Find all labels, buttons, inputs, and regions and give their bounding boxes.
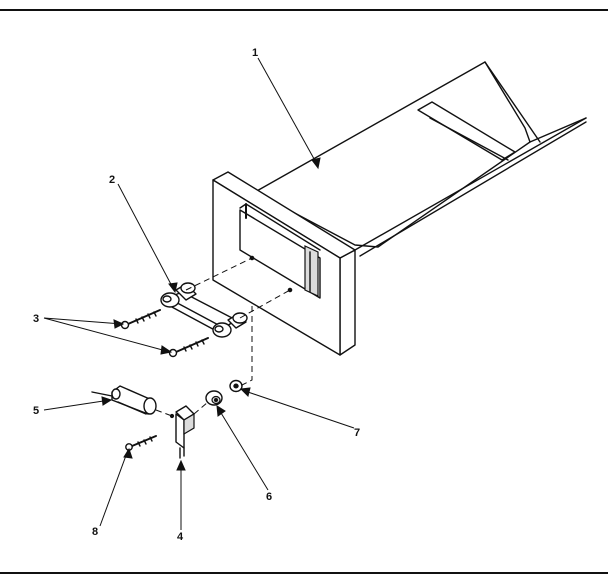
screw-small-thread bbox=[137, 436, 153, 447]
latch-side bbox=[183, 412, 195, 436]
screw-upper-head bbox=[120, 320, 130, 330]
leader-1 bbox=[257, 57, 319, 167]
drawer-flange-front bbox=[529, 117, 587, 143]
screw-lower-thread bbox=[183, 339, 205, 352]
nut-center bbox=[233, 383, 239, 389]
arrowhead-6 bbox=[216, 405, 226, 417]
bracket-left-post-top bbox=[180, 282, 196, 294]
roller-center bbox=[214, 398, 218, 402]
part-nut bbox=[229, 379, 243, 393]
part-screw-small bbox=[125, 435, 157, 451]
front-panel-recess bbox=[239, 209, 321, 299]
arrowhead-3a bbox=[113, 319, 125, 329]
leader-6 bbox=[217, 407, 269, 491]
knob-end-face bbox=[143, 397, 157, 415]
drawer-bottom-rail bbox=[354, 117, 587, 251]
latch-body bbox=[175, 413, 185, 449]
arrowhead-8 bbox=[123, 447, 133, 459]
drawer-rear-edge bbox=[484, 61, 541, 143]
assembly-line-upper bbox=[185, 257, 253, 291]
leader-3a bbox=[43, 317, 123, 325]
knob-leader-stub bbox=[91, 391, 113, 397]
callout-6: 6 bbox=[266, 491, 272, 503]
assembly-line-vertical bbox=[239, 306, 253, 387]
part-handle-bracket bbox=[160, 282, 248, 338]
bracket-right-boss-hole bbox=[214, 325, 224, 333]
leader-7 bbox=[241, 389, 355, 429]
drawer-slot-shade bbox=[429, 117, 509, 161]
front-panel-hole-lower bbox=[287, 287, 293, 293]
screw-lower-head bbox=[168, 348, 178, 358]
drawer-bottom-rail-lower bbox=[359, 121, 587, 257]
part-knob bbox=[91, 385, 157, 415]
arrowhead-5 bbox=[101, 396, 113, 406]
knob-back-face bbox=[111, 388, 121, 400]
arrowhead-7 bbox=[239, 387, 251, 397]
callout-4: 4 bbox=[177, 531, 184, 543]
callout-8: 8 bbox=[92, 526, 98, 538]
assembly-line-knob bbox=[155, 409, 173, 417]
leader-3b bbox=[43, 317, 171, 353]
drawer-top-slot bbox=[417, 101, 516, 161]
recess-bracket bbox=[304, 245, 319, 297]
part-drawer-assembly bbox=[212, 61, 587, 356]
callout-7: 7 bbox=[354, 427, 360, 439]
screw-upper-thread bbox=[135, 311, 157, 324]
callout-1: 1 bbox=[252, 47, 258, 59]
callout-5: 5 bbox=[33, 405, 39, 417]
front-panel-side bbox=[339, 249, 356, 356]
latch-hole bbox=[169, 413, 175, 419]
part-latch-clip bbox=[169, 405, 195, 459]
part-screw-upper bbox=[120, 309, 161, 330]
leader-8 bbox=[99, 449, 129, 527]
arrowhead-3b bbox=[160, 345, 173, 355]
arrowhead-2 bbox=[168, 282, 178, 294]
knob-shadow-line bbox=[117, 401, 147, 415]
arrowhead-1 bbox=[311, 157, 321, 170]
assembly-line-clip bbox=[193, 401, 209, 415]
part-screw-lower bbox=[168, 337, 209, 358]
bracket-left-boss-hole bbox=[162, 295, 172, 303]
arrowhead-4 bbox=[176, 459, 186, 471]
part-roller bbox=[205, 390, 223, 406]
callout-2: 2 bbox=[109, 174, 115, 186]
callout-3-top: 3 bbox=[33, 313, 39, 325]
leader-5 bbox=[43, 399, 111, 411]
screw-lower-shank bbox=[175, 337, 209, 353]
leader-2 bbox=[117, 183, 175, 291]
screw-upper-shank bbox=[127, 309, 161, 325]
